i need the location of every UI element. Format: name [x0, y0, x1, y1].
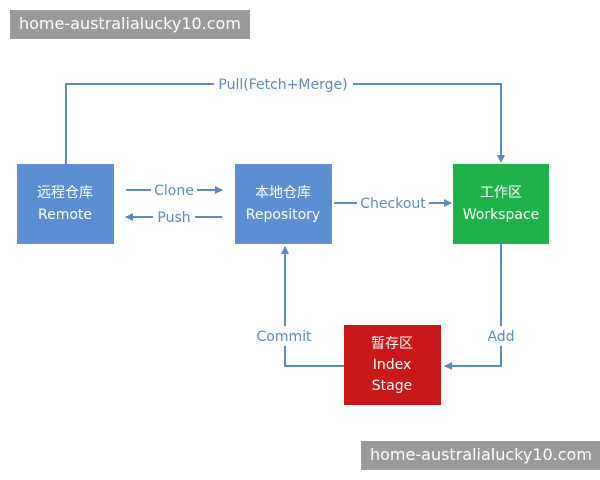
repository-box [235, 164, 332, 244]
node-stage: 暂存区 Index Stage [344, 325, 441, 405]
node-workspace: 工作区 Workspace [453, 164, 549, 244]
edge-add: Add [444, 244, 519, 370]
pull-arrow [65, 83, 505, 164]
stage-box [344, 325, 441, 405]
pull-label: Pull(Fetch+Merge) [218, 77, 347, 93]
remote-box [17, 164, 114, 244]
watermark-top: home-australialucky10.com [10, 10, 250, 39]
commit-arrow [281, 246, 344, 367]
clone-label: Clone [154, 183, 194, 199]
watermark-bottom: home-australialucky10.com [361, 441, 600, 470]
commit-label: Commit [257, 329, 313, 345]
commit-label-bg [251, 326, 317, 346]
remote-label-en: Remote [38, 207, 92, 223]
stage-label-index: Index [373, 357, 412, 373]
workspace-label-zh: 工作区 [480, 185, 522, 201]
edge-checkout: Checkout [334, 193, 452, 213]
workspace-box [453, 164, 549, 244]
workspace-label-en: Workspace [463, 207, 540, 223]
edge-push: Push [125, 207, 222, 227]
repository-label-zh: 本地仓库 [255, 185, 311, 201]
stage-label-zh: 暂存区 [371, 336, 413, 352]
node-repository: 本地仓库 Repository [235, 164, 332, 244]
pull-label-bg [214, 74, 353, 94]
push-label-bg [153, 207, 195, 227]
repository-label-en: Repository [246, 207, 320, 223]
node-remote: 远程仓库 Remote [17, 164, 114, 244]
checkout-label: Checkout [360, 196, 426, 212]
checkout-label-bg [357, 193, 429, 213]
edge-pull: Pull(Fetch+Merge) [65, 74, 505, 164]
remote-label-zh: 远程仓库 [37, 185, 93, 201]
add-label: Add [487, 329, 514, 345]
clone-label-bg [151, 180, 197, 200]
stage-label-stage: Stage [372, 378, 412, 394]
edge-clone: Clone [126, 180, 223, 200]
edge-commit: Commit [251, 246, 344, 367]
add-label-bg [483, 326, 519, 346]
push-label: Push [157, 210, 190, 226]
add-arrow [444, 244, 502, 370]
